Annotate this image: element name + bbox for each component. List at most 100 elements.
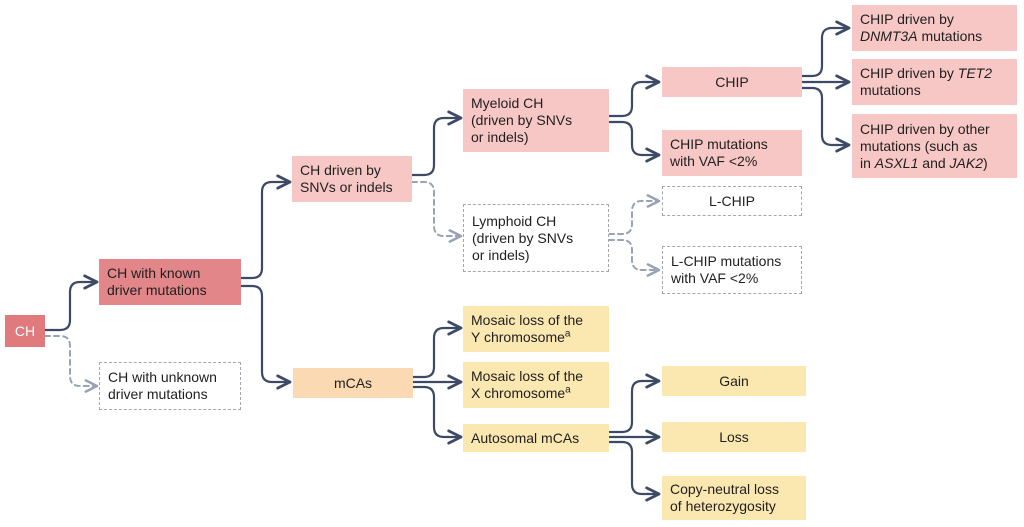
node-l-chip-vaf-line1: L-CHIP mutations bbox=[671, 253, 782, 269]
node-chip-tet2-line1-pre: CHIP driven by bbox=[860, 65, 958, 81]
node-known-drivers-line1: CH with known bbox=[107, 265, 201, 281]
edge-known-mcas bbox=[239, 284, 292, 390]
node-mcas-label: mCAs bbox=[333, 374, 373, 391]
node-lymphoid-ch-line2: (driven by SNVs bbox=[472, 229, 574, 246]
node-chip-tet2-line2: mutations bbox=[860, 82, 921, 98]
node-mosaic-loss-x-line1: Mosaic loss of the bbox=[471, 368, 584, 384]
node-l-chip-label: L-CHIP bbox=[709, 192, 755, 209]
edge-lymphoid-lchipvaf bbox=[608, 239, 661, 277]
node-chip-tet2: CHIP driven by TET2 mutations bbox=[852, 59, 1017, 105]
node-snv-indels: CH driven by SNVs or indels bbox=[292, 156, 412, 202]
node-ch: CH bbox=[5, 315, 45, 347]
node-mosaic-loss-y-line2: Y chromosomea bbox=[471, 329, 583, 346]
node-cnloh-line1: Copy-neutral loss bbox=[670, 481, 779, 497]
node-mosaic-loss-y-chromosome: Y chromosome bbox=[471, 329, 565, 345]
node-chip-vaf-text: CHIP mutations with VAF <2% bbox=[670, 136, 768, 170]
node-snv-indels-line1: CH driven by bbox=[300, 162, 381, 178]
node-chip-other-line1: CHIP driven by other bbox=[860, 120, 990, 137]
node-cnloh: Copy-neutral loss of heterozygosity bbox=[662, 476, 806, 520]
node-unknown-drivers: CH with unknown driver mutations bbox=[99, 362, 241, 410]
node-chip-other-close: ) bbox=[983, 154, 988, 171]
node-chip-tet2-gene: TET2 bbox=[957, 65, 993, 81]
node-known-drivers: CH with known driver mutations bbox=[99, 259, 241, 305]
edge-mcas-autosomal bbox=[411, 385, 463, 445]
node-lymphoid-ch-text: Lymphoid CH (driven by SNVs or indels) bbox=[472, 213, 573, 264]
node-chip-other-gene2: JAK2 bbox=[949, 154, 983, 171]
node-chip-vaf-line1: CHIP mutations bbox=[670, 136, 768, 152]
node-chip-other: CHIP driven by other mutations (such as … bbox=[852, 114, 1017, 178]
node-autosomal-mcas: Autosomal mCAs bbox=[463, 424, 609, 452]
node-chip-tet2-text: CHIP driven by TET2 mutations bbox=[860, 65, 992, 99]
node-mosaic-loss-x-line2: X chromosomea bbox=[471, 385, 583, 402]
edge-chip-dnmt3a bbox=[800, 20, 851, 78]
node-cnloh-line2: of heterozygosity bbox=[670, 498, 776, 514]
node-known-drivers-text: CH with known driver mutations bbox=[107, 265, 207, 299]
edge-mcas-loy bbox=[411, 320, 463, 379]
node-mosaic-loss-y-footnote: a bbox=[564, 328, 571, 340]
node-l-chip-vaf-text: L-CHIP mutations with VAF <2% bbox=[671, 253, 781, 287]
node-snv-indels-text: CH driven by SNVs or indels bbox=[300, 162, 393, 196]
node-mosaic-loss-y: Mosaic loss of the Y chromosomea bbox=[463, 306, 609, 352]
node-autosomal-mcas-label: Autosomal mCAs bbox=[471, 429, 580, 446]
edge-autosomal-gain bbox=[607, 373, 661, 434]
node-mosaic-loss-x-footnote: a bbox=[565, 384, 571, 396]
node-ch-label: CH bbox=[14, 322, 36, 339]
node-chip-dnmt3a-line1: CHIP driven by bbox=[860, 11, 954, 27]
node-chip-other-line3-pre: in bbox=[860, 154, 875, 171]
edge-ch-known bbox=[43, 274, 99, 332]
node-mosaic-loss-x-chromosome: X chromosome bbox=[471, 385, 566, 401]
node-snv-indels-line2: SNVs or indels bbox=[300, 179, 393, 195]
node-chip-dnmt3a-line2-rest: mutations bbox=[917, 28, 983, 44]
edge-myeloid-chipvaf bbox=[607, 120, 661, 163]
node-chip: CHIP bbox=[662, 67, 802, 97]
node-myeloid-ch-line2: (driven by SNVs bbox=[471, 112, 573, 128]
edge-snv-lymphoid bbox=[411, 181, 463, 243]
node-myeloid-ch: Myeloid CH (driven by SNVs or indels) bbox=[463, 89, 609, 152]
node-mosaic-loss-y-line1: Mosaic loss of the bbox=[471, 312, 584, 328]
node-mosaic-loss-y-text: Mosaic loss of the Y chromosomea bbox=[471, 312, 583, 346]
node-chip-tet2-line1: CHIP driven by TET2 bbox=[860, 65, 992, 82]
node-mosaic-loss-x-text: Mosaic loss of the X chromosomea bbox=[471, 368, 583, 402]
node-chip-vaf: CHIP mutations with VAF <2% bbox=[662, 130, 802, 176]
node-chip-other-line2: mutations (such as bbox=[860, 137, 978, 154]
edge-snv-myeloid bbox=[410, 110, 463, 177]
node-chip-dnmt3a-gene: DNMT3A bbox=[860, 28, 918, 44]
node-lymphoid-ch-line3: or indels) bbox=[472, 246, 530, 263]
node-chip-vaf-line2: with VAF <2% bbox=[670, 153, 758, 169]
node-chip-other-gene1: ASXL1 bbox=[874, 154, 919, 171]
node-l-chip: L-CHIP bbox=[662, 186, 802, 216]
node-myeloid-ch-line3: or indels) bbox=[471, 129, 529, 145]
node-chip-label: CHIP bbox=[715, 73, 749, 90]
node-l-chip-vaf-line2: with VAF <2% bbox=[671, 270, 759, 286]
edge-autosomal-cnloh bbox=[607, 440, 661, 502]
node-lymphoid-ch-line1: Lymphoid CH bbox=[472, 212, 557, 229]
node-myeloid-ch-text: Myeloid CH (driven by SNVs or indels) bbox=[471, 95, 572, 146]
node-known-drivers-line2: driver mutations bbox=[107, 282, 207, 298]
node-unknown-drivers-text: CH with unknown driver mutations bbox=[108, 369, 217, 403]
edge-lymphoid-lchip bbox=[608, 194, 661, 235]
node-gain-label: Gain bbox=[719, 372, 749, 389]
node-chip-dnmt3a-line2: DNMT3A mutations bbox=[860, 28, 982, 45]
edge-known-snv bbox=[239, 174, 292, 280]
node-chip-other-text: CHIP driven by other mutations (such as … bbox=[860, 121, 990, 172]
node-lymphoid-ch: Lymphoid CH (driven by SNVs or indels) bbox=[463, 204, 609, 272]
node-unknown-drivers-line2: driver mutations bbox=[108, 386, 208, 402]
node-gain: Gain bbox=[662, 366, 806, 396]
node-chip-dnmt3a: CHIP driven by DNMT3A mutations bbox=[852, 5, 1017, 51]
node-chip-dnmt3a-text: CHIP driven by DNMT3A mutations bbox=[860, 11, 982, 45]
node-unknown-drivers-line1: CH with unknown bbox=[108, 369, 217, 385]
node-l-chip-vaf: L-CHIP mutations with VAF <2% bbox=[662, 246, 802, 294]
node-mcas: mCAs bbox=[293, 368, 413, 398]
node-mosaic-loss-x: Mosaic loss of the X chromosomea bbox=[463, 362, 609, 408]
edge-chip-other bbox=[800, 86, 851, 153]
node-loss: Loss bbox=[662, 422, 806, 452]
edge-myeloid-chip bbox=[607, 74, 661, 118]
node-cnloh-text: Copy-neutral loss of heterozygosity bbox=[670, 481, 779, 515]
node-chip-other-and: and bbox=[918, 154, 950, 171]
node-chip-other-line3: in ASXL1 and JAK2) bbox=[860, 155, 990, 172]
node-myeloid-ch-line1: Myeloid CH bbox=[471, 95, 544, 111]
edge-ch-unknown bbox=[44, 335, 99, 393]
node-loss-label: Loss bbox=[719, 428, 749, 445]
